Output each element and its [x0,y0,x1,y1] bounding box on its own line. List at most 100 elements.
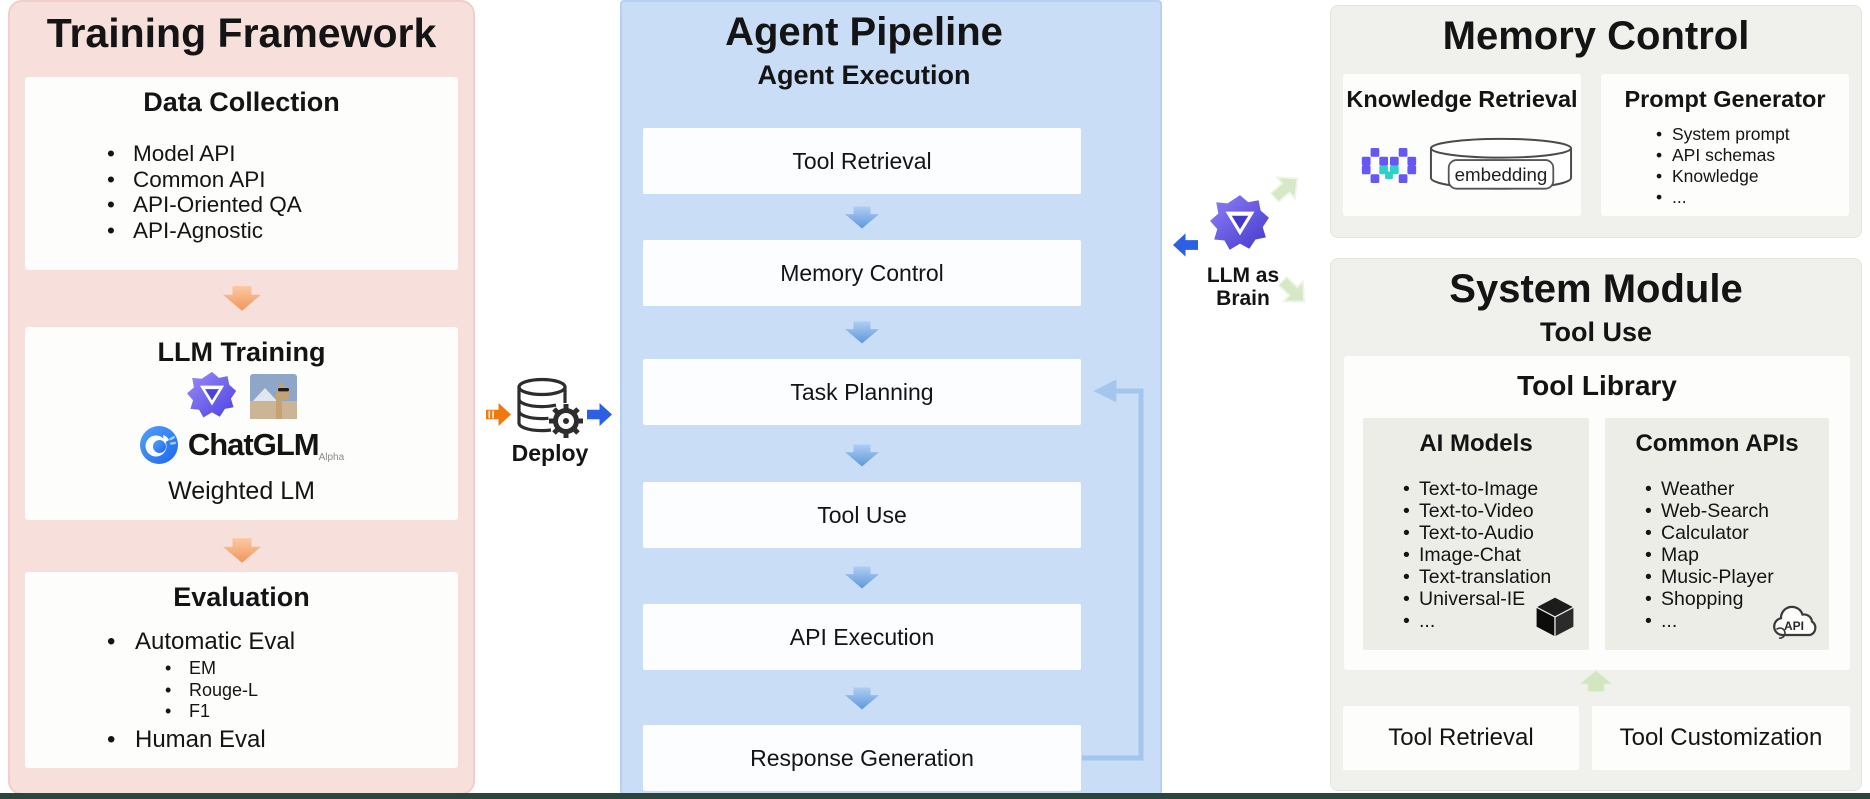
training-framework-title: Training Framework [46,10,437,56]
pipeline-step-task-planning: Task Planning [643,359,1081,425]
pipeline-down-arrow-icon [845,206,879,229]
list-item: EM [165,658,295,680]
tool-library-heading: Tool Library [1517,370,1677,401]
step-label: Tool Retrieval [792,147,932,174]
list-item: Shopping [1645,588,1774,610]
prompt-generator-list: System prompt API schemas Knowledge ... [1656,124,1790,208]
deploy-orange-arrow-icon [486,402,512,427]
modelscope-logo-icon [1361,148,1417,183]
list-item: ... [1403,610,1551,632]
model-logos-row [25,371,458,421]
pipeline-down-arrow-icon [845,444,879,467]
llm-as-brain-label: LLM as Brain [1194,264,1292,310]
memory-control-panel: Memory Control Knowledge Retrieval [1330,5,1862,238]
list-item: Text-to-Video [1403,500,1551,522]
chatglm-sub-label: Alpha [318,452,345,463]
ai-models-list: Text-to-Image Text-to-Video Text-to-Audi… [1403,478,1551,632]
pipeline-step-response-generation: Response Generation [643,725,1081,791]
system-module-title: System Module [1449,267,1743,311]
list-item: ... [1645,610,1774,632]
chatglm-logo-icon [139,426,178,464]
step-label: Memory Control [780,259,944,286]
list-item: Common API [107,167,302,193]
prompt-generator-heading: Prompt Generator [1624,86,1826,112]
deploy-label: Deploy [511,440,589,466]
section-down-arrow-icon [223,538,261,563]
step-label: API Execution [789,623,935,650]
tool-library-card: Tool Library AI Models Text-to-Image Tex… [1344,356,1850,670]
list-item: Knowledge [1656,166,1790,187]
step-label: Response Generation [750,744,974,771]
common-apis-heading: Common APIs [1635,430,1799,457]
pipeline-step-memory-control: Memory Control [643,240,1081,306]
embedding-db-icon: embedding [1429,137,1573,190]
embedding-label: embedding [1455,164,1548,185]
pipeline-down-arrow-icon [845,687,879,710]
evaluation-heading: Evaluation [173,582,310,612]
knowledge-retrieval-heading: Knowledge Retrieval [1346,86,1578,112]
list-item: API schemas [1656,145,1790,166]
cube-icon [1535,596,1575,638]
brain-green-arrow-ne-icon [1264,166,1311,213]
llm-training-card: LLM Training [25,327,458,520]
prompt-generator-card: Prompt Generator System prompt API schem… [1601,74,1849,216]
training-framework-panel: Training Framework Data Collection Model… [8,0,475,795]
list-item: Music-Player [1645,566,1774,588]
brain-blue-left-arrow-icon [1172,233,1199,257]
list-item: Model API [107,141,302,167]
chatglm-row: ChatGLMAlpha [25,425,458,465]
agent-pipeline-subtitle: Agent Execution [757,60,971,90]
tool-customization-box: Tool Customization [1592,706,1850,770]
tool-retrieval-label: Tool Retrieval [1388,724,1534,751]
pipeline-step-api-execution: API Execution [643,604,1081,670]
qwen-logo-icon [187,371,237,418]
weighted-lm-caption: Weighted LM [168,477,315,505]
llm-training-heading: LLM Training [157,337,326,367]
ai-models-heading: AI Models [1419,430,1533,457]
llm-as-brain-line2: Brain [1216,287,1270,310]
step-label: Task Planning [790,378,934,405]
section-down-arrow-icon [223,286,261,311]
llama-photo-icon [250,373,297,419]
feedback-loop-arrow [1082,379,1144,761]
data-collection-list: Model API Common API API-Oriented QA API… [107,141,302,243]
list-item: Human Eval [107,726,295,753]
list-item: Web-Search [1645,500,1774,522]
pipeline-down-arrow-icon [845,321,879,344]
list-item: Universal-IE [1403,588,1551,610]
data-collection-heading: Data Collection [143,87,340,117]
ai-models-column: AI Models Text-to-Image Text-to-Video Te… [1363,418,1589,650]
qwen-brain-logo-icon [1210,195,1269,250]
list-item: Automatic Eval [107,628,295,655]
pipeline-down-arrow-icon [845,566,879,589]
list-item: API-Agnostic [107,218,302,244]
common-apis-column: Common APIs Weather Web-Search Calculato… [1605,418,1829,650]
tool-retrieval-box: Tool Retrieval [1343,706,1579,770]
memory-control-title: Memory Control [1442,14,1750,58]
list-item: API-Oriented QA [107,192,302,218]
evaluation-list: Automatic Eval EM Rouge-L F1 Human Eval [107,628,295,753]
gear-icon [549,404,583,438]
bottom-edge-strip [0,793,1870,799]
evaluation-sub-list-wrap: EM Rouge-L F1 [107,658,295,723]
list-item: Rouge-L [165,680,295,702]
common-apis-list: Weather Web-Search Calculator Map Music-… [1645,478,1774,632]
system-module-subtitle: Tool Use [1539,317,1652,347]
list-item: Calculator [1645,522,1774,544]
tools-up-arrow-icon [1579,669,1613,693]
knowledge-retrieval-card: Knowledge Retrieval embedding [1343,74,1581,216]
list-item: Image-Chat [1403,544,1551,566]
brain-green-arrow-se-icon [1268,270,1315,317]
list-item: Map [1645,544,1774,566]
pipeline-step-tool-retrieval: Tool Retrieval [643,128,1081,194]
list-item: System prompt [1656,124,1790,145]
pipeline-step-tool-use: Tool Use [643,482,1081,548]
system-module-panel: System Module Tool Use Tool Library AI M… [1330,258,1862,791]
database-gear-icon [517,377,583,438]
api-cloud-label: API [1784,619,1804,633]
data-collection-card: Data Collection Model API Common API API… [25,77,458,270]
agent-pipeline-title: Agent Pipeline [725,10,1003,54]
list-item: Text-to-Audio [1403,522,1551,544]
evaluation-sub-list: EM Rouge-L F1 [165,658,295,723]
